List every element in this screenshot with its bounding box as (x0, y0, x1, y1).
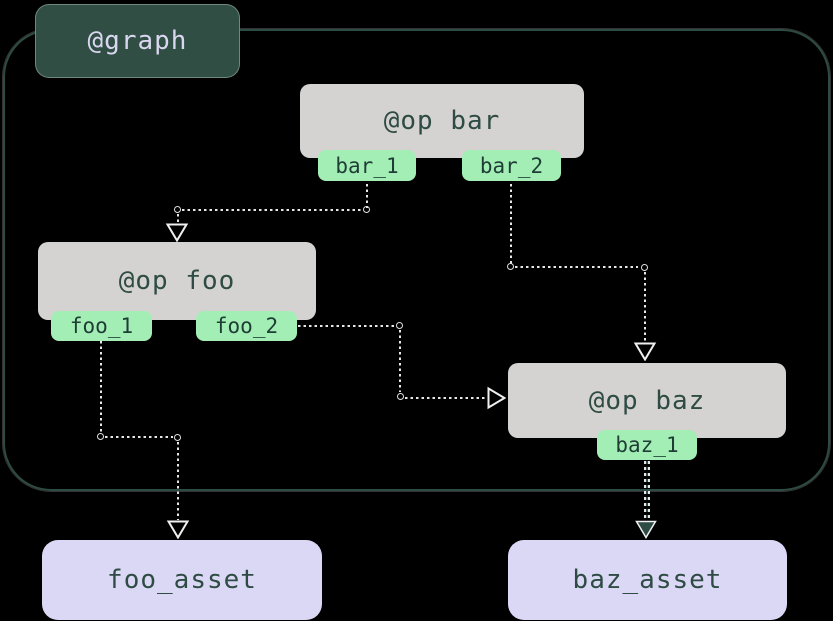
asset-node-foo-asset-label: foo_asset (107, 565, 257, 595)
edge-segment (105, 436, 173, 438)
edge-bend-dot (396, 322, 403, 329)
graph-label: @graph (87, 26, 188, 56)
edge-segment (298, 325, 396, 327)
asset-node-baz-asset[interactable]: baz_asset (508, 540, 787, 620)
op-node-foo-label: @op foo (118, 266, 236, 296)
arrowhead-down-filled-icon (634, 520, 658, 539)
asset-node-baz-asset-label: baz_asset (572, 565, 723, 595)
output-badge-baz-1-label: baz_1 (615, 433, 679, 457)
op-node-baz[interactable]: @op baz (508, 363, 786, 438)
output-badge-foo-2-label: foo_2 (214, 314, 279, 338)
edge-segment-core (646, 461, 648, 520)
arrowhead-right-icon (487, 386, 507, 410)
op-node-bar-label: @op bar (383, 106, 501, 136)
edge-bend-dot (641, 264, 648, 271)
output-badge-bar-2[interactable]: bar_2 (462, 150, 561, 181)
edge-segment (182, 209, 364, 211)
edge-segment (644, 272, 646, 342)
edge-segment (100, 341, 102, 432)
edge-segment (177, 214, 179, 224)
output-badge-foo-1[interactable]: foo_1 (51, 311, 152, 341)
output-badge-foo-1-label: foo_1 (69, 314, 134, 338)
output-badge-bar-1[interactable]: bar_1 (318, 150, 416, 181)
arrowhead-down-icon (633, 342, 657, 362)
output-badge-foo-2[interactable]: foo_2 (196, 311, 297, 341)
edge-segment (366, 184, 368, 208)
edge-segment (515, 266, 638, 268)
edge-segment (405, 397, 487, 399)
output-badge-baz-1[interactable]: baz_1 (597, 430, 697, 460)
edge-segment (177, 442, 179, 520)
op-node-bar[interactable]: @op bar (300, 84, 584, 158)
edge-bend-dot (363, 206, 370, 213)
output-badge-bar-2-label: bar_2 (479, 153, 544, 178)
op-node-foo[interactable]: @op foo (38, 242, 316, 320)
graph-container-border (3, 29, 830, 491)
op-node-baz-label: @op baz (588, 385, 706, 416)
arrowhead-down-icon (165, 223, 189, 243)
graph-label-badge[interactable]: @graph (35, 4, 240, 78)
edge-bend-dot (174, 434, 181, 441)
edge-bend-dot (507, 263, 514, 270)
output-badge-bar-1-label: bar_1 (335, 153, 399, 178)
edge-bend-dot (97, 433, 104, 440)
asset-node-foo-asset[interactable]: foo_asset (42, 540, 322, 620)
edge-bend-dot (397, 393, 404, 400)
edge-segment (644, 461, 650, 520)
edge-segment (510, 184, 512, 264)
edge-segment (399, 330, 401, 392)
arrowhead-down-icon (166, 520, 190, 540)
edge-bend-dot (174, 206, 181, 213)
